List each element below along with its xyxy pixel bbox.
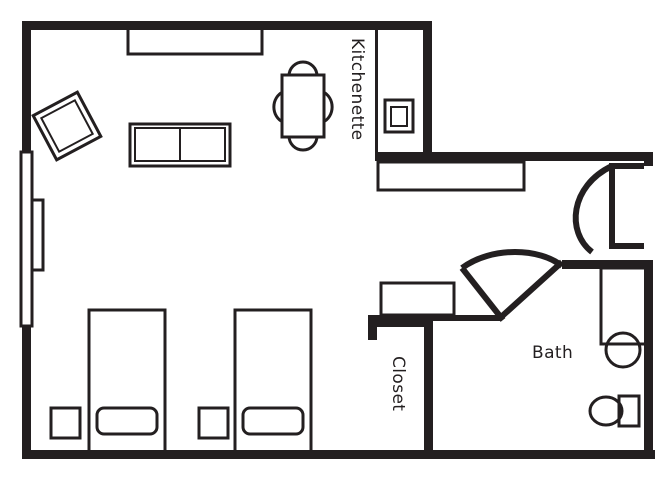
entry-door-panel[interactable] [609, 163, 644, 249]
wall-right-lower [644, 260, 653, 459]
wall-bath-top [562, 260, 653, 269]
sliding-glass-door[interactable] [19, 150, 34, 328]
bed-pillow [241, 406, 305, 436]
bed-left[interactable] [87, 308, 167, 456]
kitchen-sink[interactable] [383, 98, 415, 134]
bath-vanity[interactable] [599, 266, 653, 369]
wall-left-lower [22, 325, 31, 459]
wall-right-entry-jamb-top [644, 152, 653, 166]
bed-pillow [95, 406, 159, 436]
bed-right[interactable] [233, 308, 313, 456]
entry-counter[interactable] [376, 160, 526, 192]
sofa-outer [128, 122, 232, 168]
wall-left-upper [22, 21, 31, 151]
toilet-bowl [588, 395, 624, 427]
kitchen-sink-basin [390, 106, 408, 127]
bath-door-swing-arc [460, 249, 564, 271]
closet-shelf[interactable] [379, 281, 456, 317]
armchair-seat [39, 98, 95, 154]
dining-chair-right [322, 90, 334, 124]
vanity-counter [599, 266, 653, 346]
nightstand-middle[interactable] [197, 406, 230, 440]
sliding-door-panel[interactable] [30, 198, 45, 272]
armchair[interactable] [31, 90, 103, 162]
wall-bottom [22, 450, 655, 459]
sliding-glass-door-group[interactable] [19, 150, 45, 328]
two-seat-sofa[interactable] [128, 122, 232, 168]
toilet-tank [617, 394, 641, 428]
label-kitchenette: Kitchenette [347, 38, 367, 141]
armchair-outer [31, 90, 103, 162]
dining-chair-left [272, 90, 284, 124]
walls-group [22, 21, 655, 459]
bed-frame [233, 308, 313, 456]
bed-frame [87, 308, 167, 456]
label-bath: Bath [532, 343, 573, 363]
furniture-group [31, 24, 653, 456]
console-cabinet[interactable] [126, 24, 264, 56]
bath-door-leaf[interactable] [459, 266, 506, 322]
wall-kitchenette-right [423, 21, 432, 152]
dining-chair-bottom [287, 135, 319, 152]
wall-closet-right [424, 318, 433, 456]
label-closet: Closet [388, 356, 408, 411]
toilet[interactable] [588, 394, 641, 428]
sink-basin [604, 331, 642, 369]
dining-table-with-chairs[interactable] [272, 60, 334, 152]
wall-kitchen-to-entry [375, 152, 653, 161]
wall-closet-top [368, 318, 433, 327]
labels-group: Kitchenette Closet Bath [347, 38, 573, 411]
doors-group [368, 163, 644, 322]
nightstand-left[interactable] [49, 406, 82, 440]
dining-table [280, 73, 326, 139]
wall-kitchenette-divider [375, 27, 378, 152]
wall-closet-left-stub [368, 318, 377, 340]
dining-chair-top [287, 60, 319, 77]
entry-door-swing-arc [572, 163, 614, 255]
kitchen-sink-outer [383, 98, 415, 134]
